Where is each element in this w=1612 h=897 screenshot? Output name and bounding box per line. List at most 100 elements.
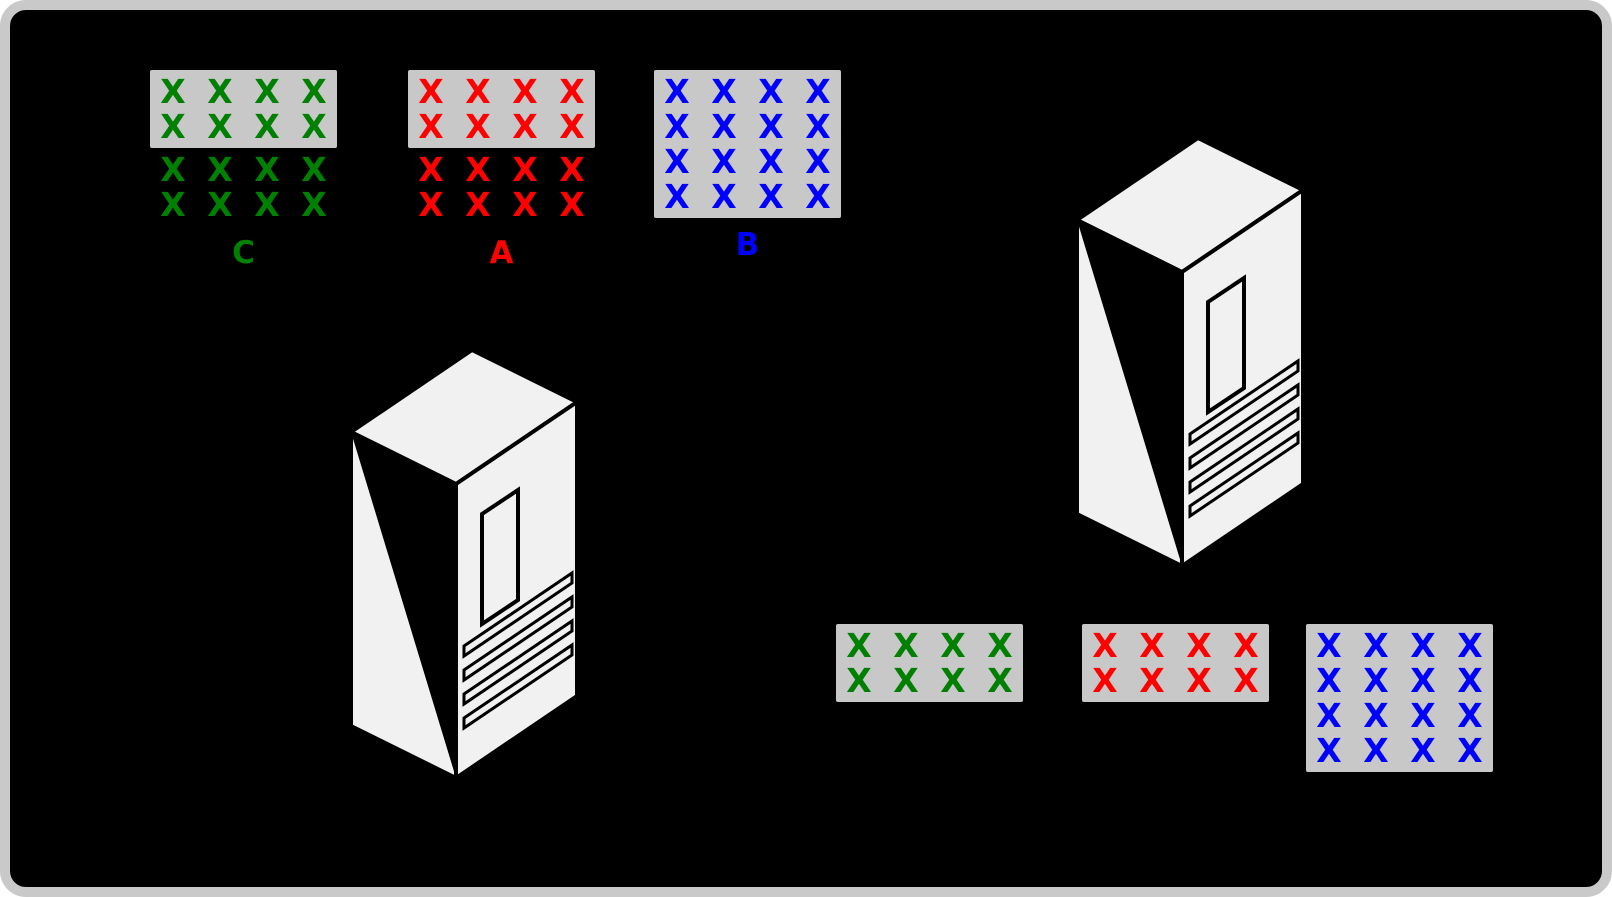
x-mark: X [254,185,280,224]
x-mark: X [664,107,690,146]
x-mark: X [846,661,872,700]
x-mark: X [559,185,585,224]
dataset-label-B: B [735,227,760,263]
x-mark: X [160,107,186,146]
x-mark: X [254,107,280,146]
x-mark: X [1092,626,1118,665]
x-mark: X [664,72,690,111]
x-mark: X [1363,696,1389,735]
x-mark: X [1139,626,1165,665]
x-mark: X [1316,731,1342,770]
x-mark: X [1457,626,1483,665]
x-mark: X [465,72,491,111]
x-mark: X [664,142,690,181]
x-mark: X [559,72,585,111]
x-mark: X [1457,696,1483,735]
x-mark: X [805,107,831,146]
x-mark: X [207,107,233,146]
x-mark: X [711,72,737,111]
x-mark: X [1457,661,1483,700]
x-mark: X [254,150,280,189]
x-mark: X [512,107,538,146]
x-mark: X [940,661,966,700]
x-mark: X [940,626,966,665]
x-mark: X [559,150,585,189]
x-mark: X [301,107,327,146]
x-mark: X [160,150,186,189]
x-mark: X [987,661,1013,700]
x-mark: X [1139,661,1165,700]
x-mark: X [465,107,491,146]
x-mark: X [301,185,327,224]
x-mark: X [1363,626,1389,665]
x-mark: X [846,626,872,665]
x-mark: X [1316,696,1342,735]
dataset-label-C: C [232,235,255,271]
server-tower-right [1075,136,1305,568]
x-mark: X [711,142,737,181]
x-mark: X [301,72,327,111]
x-mark: X [418,185,444,224]
x-mark: X [160,185,186,224]
x-mark: X [559,107,585,146]
x-mark: X [418,150,444,189]
x-mark: X [1233,626,1259,665]
x-mark: X [512,150,538,189]
x-mark: X [1363,661,1389,700]
x-mark: X [1092,661,1118,700]
x-mark: X [805,142,831,181]
x-mark: X [1316,626,1342,665]
x-mark: X [1410,696,1436,735]
x-mark: X [1410,661,1436,700]
x-mark: X [207,72,233,111]
x-mark: X [711,107,737,146]
x-mark: X [1186,661,1212,700]
x-mark: X [512,185,538,224]
x-mark: X [207,185,233,224]
x-mark: X [1410,626,1436,665]
x-mark: X [1186,626,1212,665]
x-mark: X [805,177,831,216]
x-mark: X [664,177,690,216]
x-mark: X [711,177,737,216]
x-mark: X [301,150,327,189]
x-mark: X [418,72,444,111]
x-mark: X [805,72,831,111]
x-mark: X [1410,731,1436,770]
x-mark: X [254,72,280,111]
x-mark: X [1233,661,1259,700]
x-mark: X [418,107,444,146]
x-mark: X [1316,661,1342,700]
x-mark: X [758,177,784,216]
